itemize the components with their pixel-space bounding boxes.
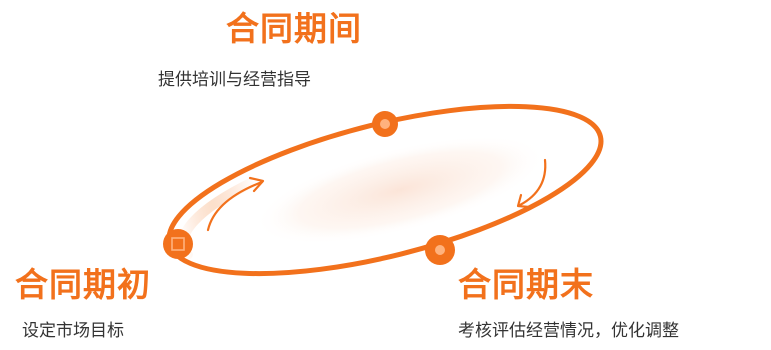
stage-description-middle: 提供培训与经营指导 (158, 70, 311, 90)
inner-arc-left-arrow (206, 176, 265, 232)
stage-node-end (425, 235, 455, 265)
stage-title-end: 合同期末 (458, 265, 594, 304)
stage-title-middle: 合同期间 (226, 9, 362, 48)
stage-node-start (163, 229, 193, 259)
stage-node-middle (372, 111, 398, 137)
stage-description-end: 考核评估经营情况，优化调整 (458, 321, 679, 341)
center-glow (254, 135, 546, 245)
stage-title-start: 合同期初 (15, 265, 151, 304)
stage-description-start: 设定市场目标 (22, 321, 124, 341)
inner-arc-right-arrow (516, 158, 547, 209)
